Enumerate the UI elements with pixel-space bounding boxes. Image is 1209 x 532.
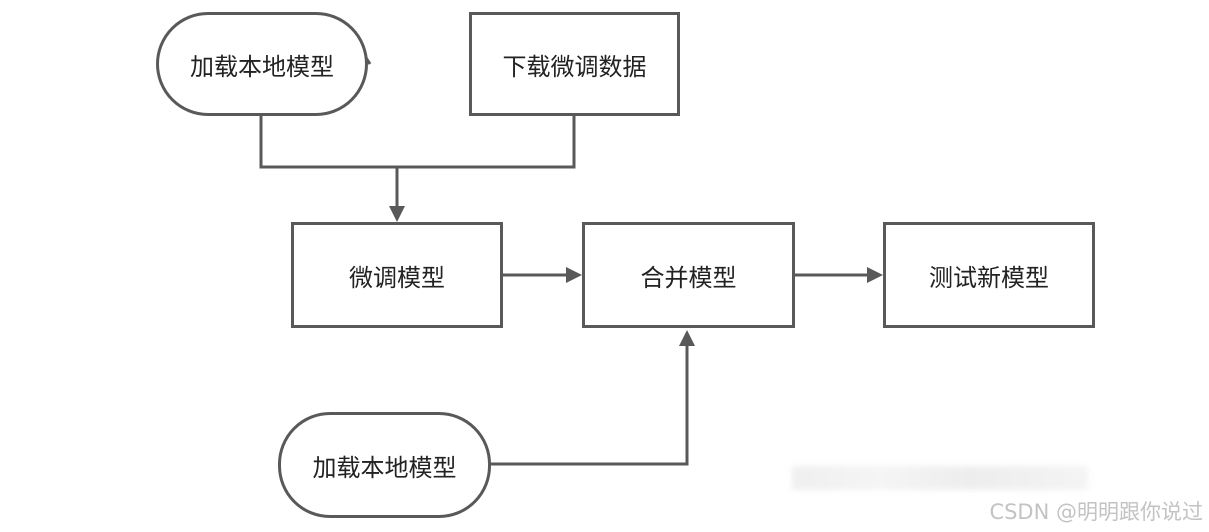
node-load-local-model-top: 加载本地模型 xyxy=(156,12,368,116)
connector-load-top-to-finetune xyxy=(259,115,399,206)
connector-load-bottom-to-merge xyxy=(490,346,689,466)
node-load-local-model-bottom: 加载本地模型 xyxy=(278,412,491,518)
node-test-new-model: 测试新模型 xyxy=(883,222,1095,328)
arrowhead-into-merge-bottom xyxy=(679,330,695,346)
connector-download-to-finetune xyxy=(397,115,576,169)
arrowhead-into-finetune xyxy=(389,206,405,222)
csdn-watermark: CSDN @明明跟你说过 xyxy=(989,500,1203,524)
node-label: 加载本地模型 xyxy=(190,52,334,81)
node-label: 测试新模型 xyxy=(929,263,1049,292)
node-merge-model: 合并模型 xyxy=(582,222,795,328)
node-label: 微调模型 xyxy=(349,263,445,292)
arrowhead-into-merge xyxy=(566,267,582,283)
node-label: 合并模型 xyxy=(640,263,737,292)
blurred-watermark xyxy=(792,466,1088,490)
node-label: 加载本地模型 xyxy=(312,453,457,482)
node-label: 下载微调数据 xyxy=(502,52,647,81)
arrowhead-into-test xyxy=(867,267,883,283)
node-download-finetune-data: 下载微调数据 xyxy=(469,12,680,116)
node-finetune-model: 微调模型 xyxy=(291,222,503,328)
